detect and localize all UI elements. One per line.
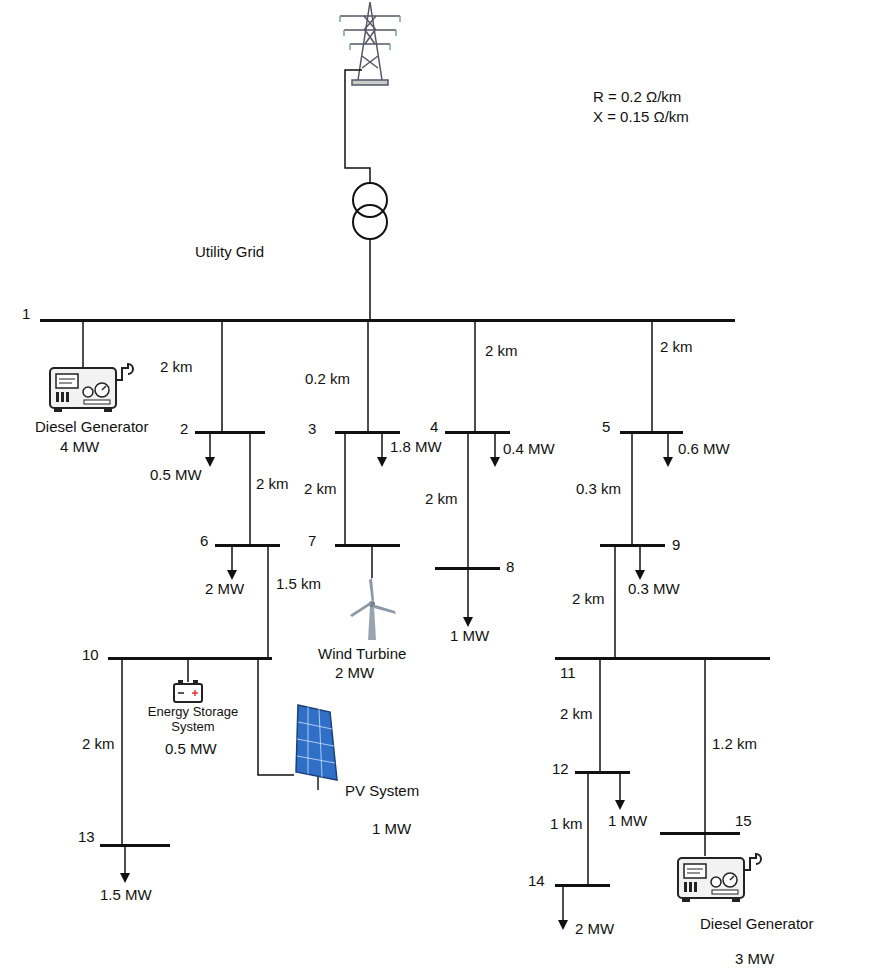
feeder-line — [587, 774, 589, 884]
label: 0.5 MW — [165, 740, 217, 757]
generator-line — [82, 320, 84, 368]
line-length: 0.3 km — [576, 480, 621, 497]
label: X = 0.15 Ω/km — [593, 108, 689, 125]
bus-number: 3 — [308, 420, 316, 437]
storage-line — [187, 658, 189, 682]
line-length: 2 km — [485, 342, 518, 359]
feeder-line — [344, 434, 346, 544]
feeder-line — [631, 434, 633, 544]
bus-bar: 14 — [555, 884, 610, 887]
feeder-line — [267, 547, 269, 657]
label: Energy Storage System — [138, 704, 248, 734]
label: 0.3 MW — [628, 580, 680, 597]
bus-bar: 4 — [445, 431, 510, 434]
pv-panel-icon — [296, 705, 337, 790]
label: 1.8 MW — [390, 438, 442, 455]
battery-icon — [174, 680, 202, 702]
label: 0.5 MW — [150, 466, 202, 483]
pv-line — [258, 658, 294, 775]
wind-turbine-icon — [350, 545, 396, 640]
label: Diesel Generator — [700, 915, 813, 932]
feeder-line — [221, 322, 223, 431]
bus-bar: 15 — [660, 832, 740, 835]
label: 0.6 MW — [678, 440, 730, 457]
bus-bar: 2 — [195, 431, 265, 434]
bus-number: 9 — [672, 536, 680, 553]
label: Utility Grid — [195, 243, 264, 260]
bus-bar: 12 — [575, 771, 630, 774]
bus-number: 8 — [506, 558, 514, 575]
label: Wind Turbine — [318, 645, 406, 662]
generator-line — [704, 833, 706, 856]
bus-bar: 7 — [335, 544, 400, 547]
line-length: 2 km — [82, 735, 115, 752]
line-length: 2 km — [425, 490, 458, 507]
bus-bar: 1 — [40, 319, 735, 322]
line-length: 1 km — [550, 815, 583, 832]
bus-number: 1 — [22, 305, 30, 322]
diesel-generator-icon — [678, 854, 761, 902]
bus-number: 15 — [735, 812, 752, 829]
line-length: 2 km — [572, 590, 605, 607]
feeder-line — [121, 660, 123, 844]
line-length: 1.2 km — [712, 735, 757, 752]
load-arrows — [125, 432, 668, 925]
label: 2 MW — [335, 664, 374, 681]
line-length: 1.5 km — [276, 575, 321, 592]
bus-number: 13 — [78, 828, 95, 845]
bus-number: 6 — [200, 532, 208, 549]
bus-bar: 13 — [100, 844, 170, 847]
line-length: 2 km — [256, 475, 289, 492]
line-length: 2 km — [560, 705, 593, 722]
bus-number: 2 — [180, 420, 188, 437]
bus-number: 11 — [560, 664, 576, 681]
label: 4 MW — [60, 438, 99, 455]
label: 3 MW — [735, 950, 774, 967]
label: 0.4 MW — [503, 440, 555, 457]
bus-bar: 3 — [335, 431, 400, 434]
label: 1 MW — [450, 627, 489, 644]
bus-number: 14 — [528, 872, 545, 889]
label: 2 MW — [205, 580, 244, 597]
feeder-line — [599, 660, 601, 771]
line-length: 2 km — [160, 358, 193, 375]
feeder-line — [367, 322, 369, 431]
label: PV System — [345, 782, 419, 799]
label: 1.5 MW — [100, 886, 152, 903]
bus-bar: 11 — [555, 657, 770, 660]
bus-number: 5 — [602, 418, 610, 435]
line-length: 2 km — [660, 338, 693, 355]
feeder-line — [467, 434, 469, 567]
line-length: 2 km — [304, 480, 337, 497]
label: 1 MW — [608, 812, 647, 829]
line-length: 0.2 km — [305, 370, 350, 387]
transformer-symbol — [353, 183, 387, 239]
feeder-line — [474, 322, 476, 431]
bus-bar: 8 — [435, 567, 500, 570]
grid-line — [345, 70, 370, 183]
bus-number: 10 — [82, 646, 99, 663]
feeder-line — [651, 322, 653, 431]
label: Diesel Generator — [35, 418, 148, 435]
bus-number: 4 — [430, 418, 438, 435]
transmission-tower — [340, 2, 400, 85]
bus-bar: 9 — [600, 544, 665, 547]
bus-bar: 6 — [215, 544, 280, 547]
grid-line — [369, 239, 371, 320]
bus-number: 12 — [552, 760, 569, 777]
label: 2 MW — [575, 920, 614, 937]
feeder-line — [614, 547, 616, 657]
feeder-line — [704, 660, 706, 832]
feeder-line — [249, 434, 251, 544]
bus-bar: 5 — [620, 431, 683, 434]
label: 1 MW — [372, 820, 411, 837]
label: R = 0.2 Ω/km — [593, 88, 681, 105]
diesel-generator-icon — [50, 364, 133, 412]
bus-number: 7 — [308, 532, 316, 549]
bus-bar: 10 — [108, 657, 272, 660]
